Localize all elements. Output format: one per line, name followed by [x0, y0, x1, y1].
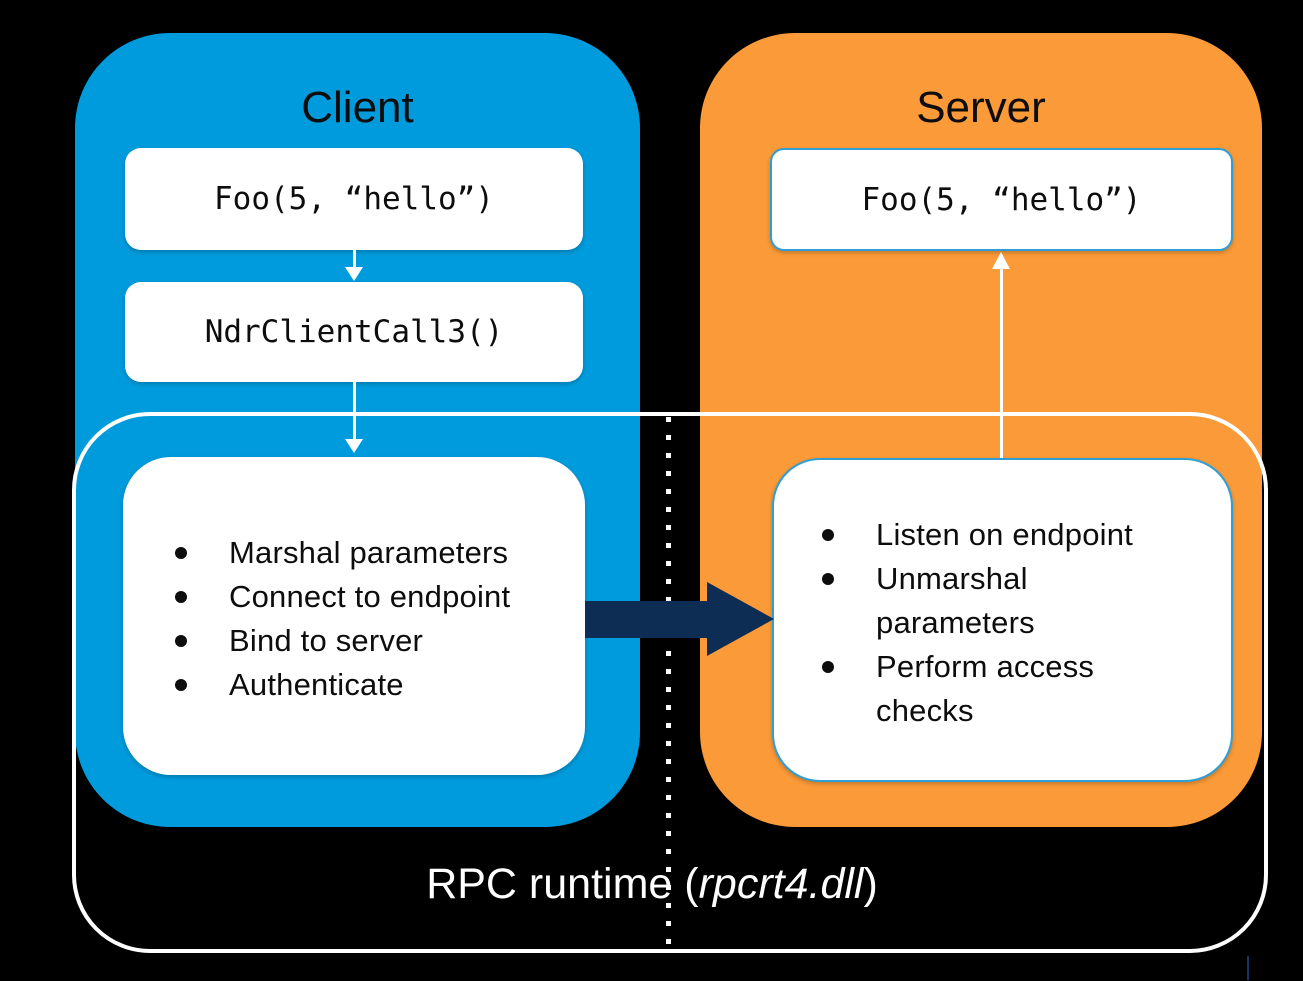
arrow-call-to-stub-head-icon — [345, 267, 363, 281]
server-step-item: Listen on endpoint — [822, 513, 1231, 557]
client-stub-box: NdrClientCall3() — [125, 282, 583, 382]
bullet-dot — [175, 679, 187, 691]
client-step-item: Marshal parameters — [175, 531, 585, 575]
bullet-dot — [175, 547, 187, 559]
client-step-label: Bind to server — [229, 623, 424, 658]
bullet-dot — [822, 661, 834, 673]
video-artifact-tick — [1247, 956, 1249, 980]
arrow-runtime-to-call-head-icon — [992, 252, 1010, 269]
client-panel: Client Foo(5, “hello”) NdrClientCall3() … — [75, 33, 640, 827]
arrow-stub-to-runtime-line — [353, 382, 356, 440]
rpc-label-dll-name: rpcrt4.dll — [698, 860, 864, 908]
server-title: Server — [916, 83, 1046, 132]
rpc-label-suffix: ) — [863, 860, 878, 908]
client-call-code: Foo(5, “hello”) — [214, 181, 494, 217]
client-server-dotted-divider — [666, 417, 671, 947]
bullet-dot — [175, 591, 187, 603]
client-stub-code: NdrClientCall3() — [204, 314, 504, 350]
bullet-dot — [175, 635, 187, 647]
client-steps-list: Marshal parameters Connect to endpoint B… — [123, 457, 585, 775]
client-step-item: Connect to endpoint — [175, 575, 585, 619]
request-arrow-head-icon — [707, 582, 774, 656]
client-call-box: Foo(5, “hello”) — [125, 148, 583, 250]
server-step-label: Listen on endpoint — [876, 517, 1133, 552]
server-call-code: Foo(5, “hello”) — [861, 181, 1142, 218]
server-step-item: Perform access checks — [822, 645, 1231, 733]
bullet-dot — [822, 573, 834, 585]
client-step-label: Marshal parameters — [229, 535, 509, 570]
server-step-item: Unmarshal parameters — [822, 557, 1231, 645]
server-steps-list: Listen on endpoint Unmarshal parameters … — [774, 460, 1231, 780]
client-step-label: Connect to endpoint — [229, 579, 511, 614]
rpc-label-prefix: RPC runtime ( — [426, 860, 699, 908]
arrow-runtime-to-call-line — [1000, 268, 1003, 458]
client-title: Client — [301, 83, 414, 132]
arrow-call-to-stub-line — [353, 250, 356, 268]
request-arrow-body — [585, 601, 707, 638]
client-step-label: Authenticate — [229, 667, 404, 702]
bullet-dot — [822, 529, 834, 541]
client-step-item: Bind to server — [175, 619, 585, 663]
server-step-label: Perform access checks — [876, 649, 1095, 728]
rpc-runtime-label: RPC runtime (rpcrt4.dll) — [426, 860, 878, 908]
rpc-runtime-box — [72, 412, 1268, 953]
client-step-item: Authenticate — [175, 663, 585, 707]
client-runtime-steps-box: Marshal parameters Connect to endpoint B… — [123, 457, 585, 775]
server-call-box: Foo(5, “hello”) — [770, 148, 1233, 251]
arrow-stub-to-runtime-head-icon — [345, 439, 363, 453]
server-panel: Server Foo(5, “hello”) Listen on endpoin… — [700, 33, 1262, 827]
server-step-label: Unmarshal parameters — [876, 561, 1035, 640]
server-runtime-steps-box: Listen on endpoint Unmarshal parameters … — [772, 458, 1233, 782]
